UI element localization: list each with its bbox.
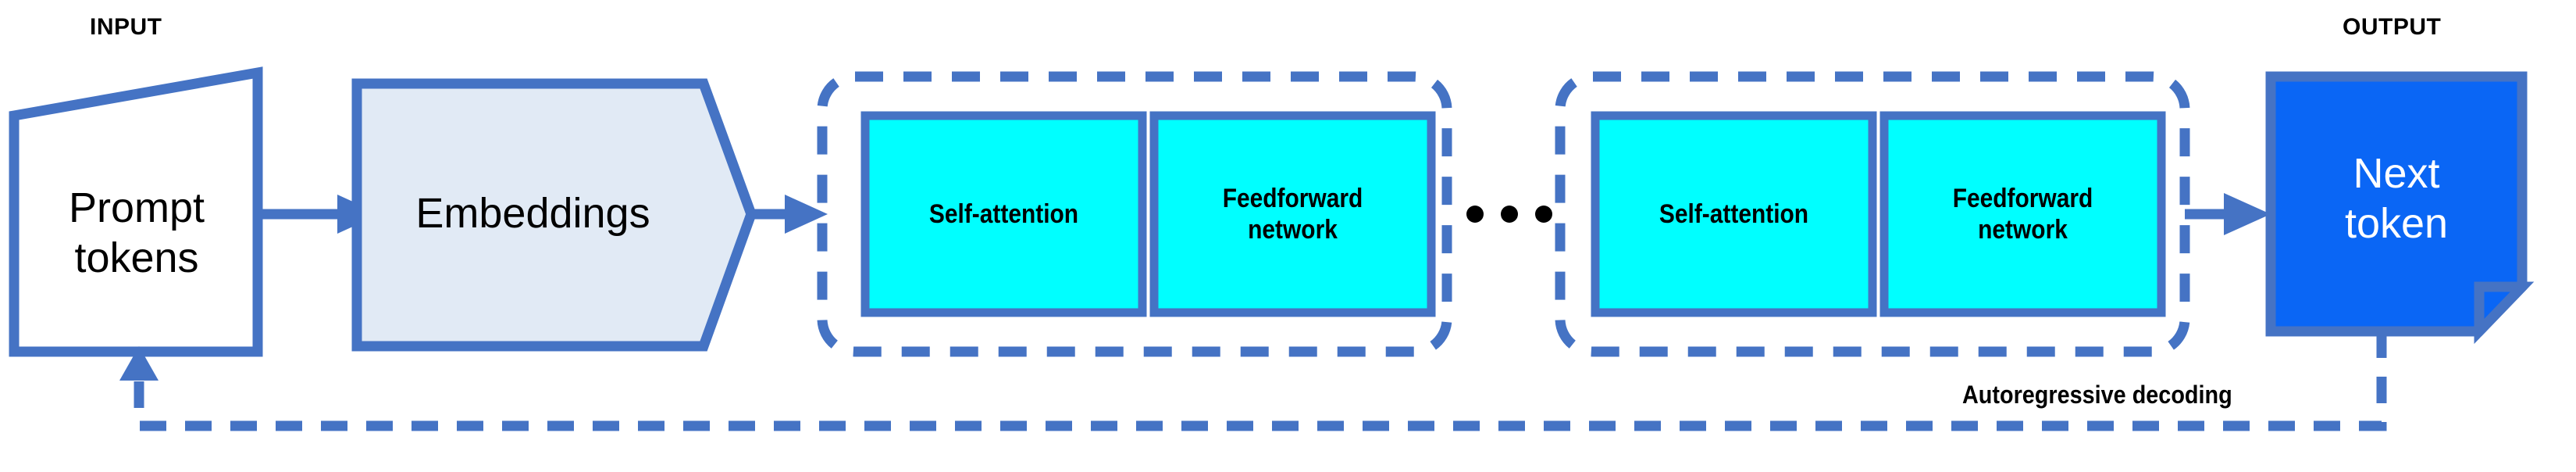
ellipsis-dot-3 — [1535, 206, 1552, 223]
output-label: OUTPUT — [2343, 14, 2442, 40]
layer1-self-attention-box[interactable] — [860, 111, 1147, 317]
arrow-embeddings-to-layer1 — [751, 195, 828, 234]
layern-feedforward-box[interactable] — [1879, 111, 2166, 317]
arrow-layern-to-output — [2185, 193, 2271, 235]
input-label: INPUT — [90, 14, 162, 40]
next-token-shape[interactable] — [2265, 71, 2535, 345]
ellipsis-dot-1 — [1466, 206, 1484, 223]
layers-ellipsis — [1466, 206, 1552, 223]
embeddings-shape[interactable] — [351, 78, 757, 352]
layer1-feedforward-box[interactable] — [1149, 111, 1436, 317]
autoregressive-feedback-path — [119, 331, 2387, 431]
prompt-tokens-shape[interactable] — [9, 66, 263, 357]
ellipsis-dot-2 — [1501, 206, 1518, 223]
layern-self-attention-box[interactable] — [1591, 111, 1877, 317]
autoregressive-decoding-label: Autoregressive decoding — [1962, 381, 2232, 409]
